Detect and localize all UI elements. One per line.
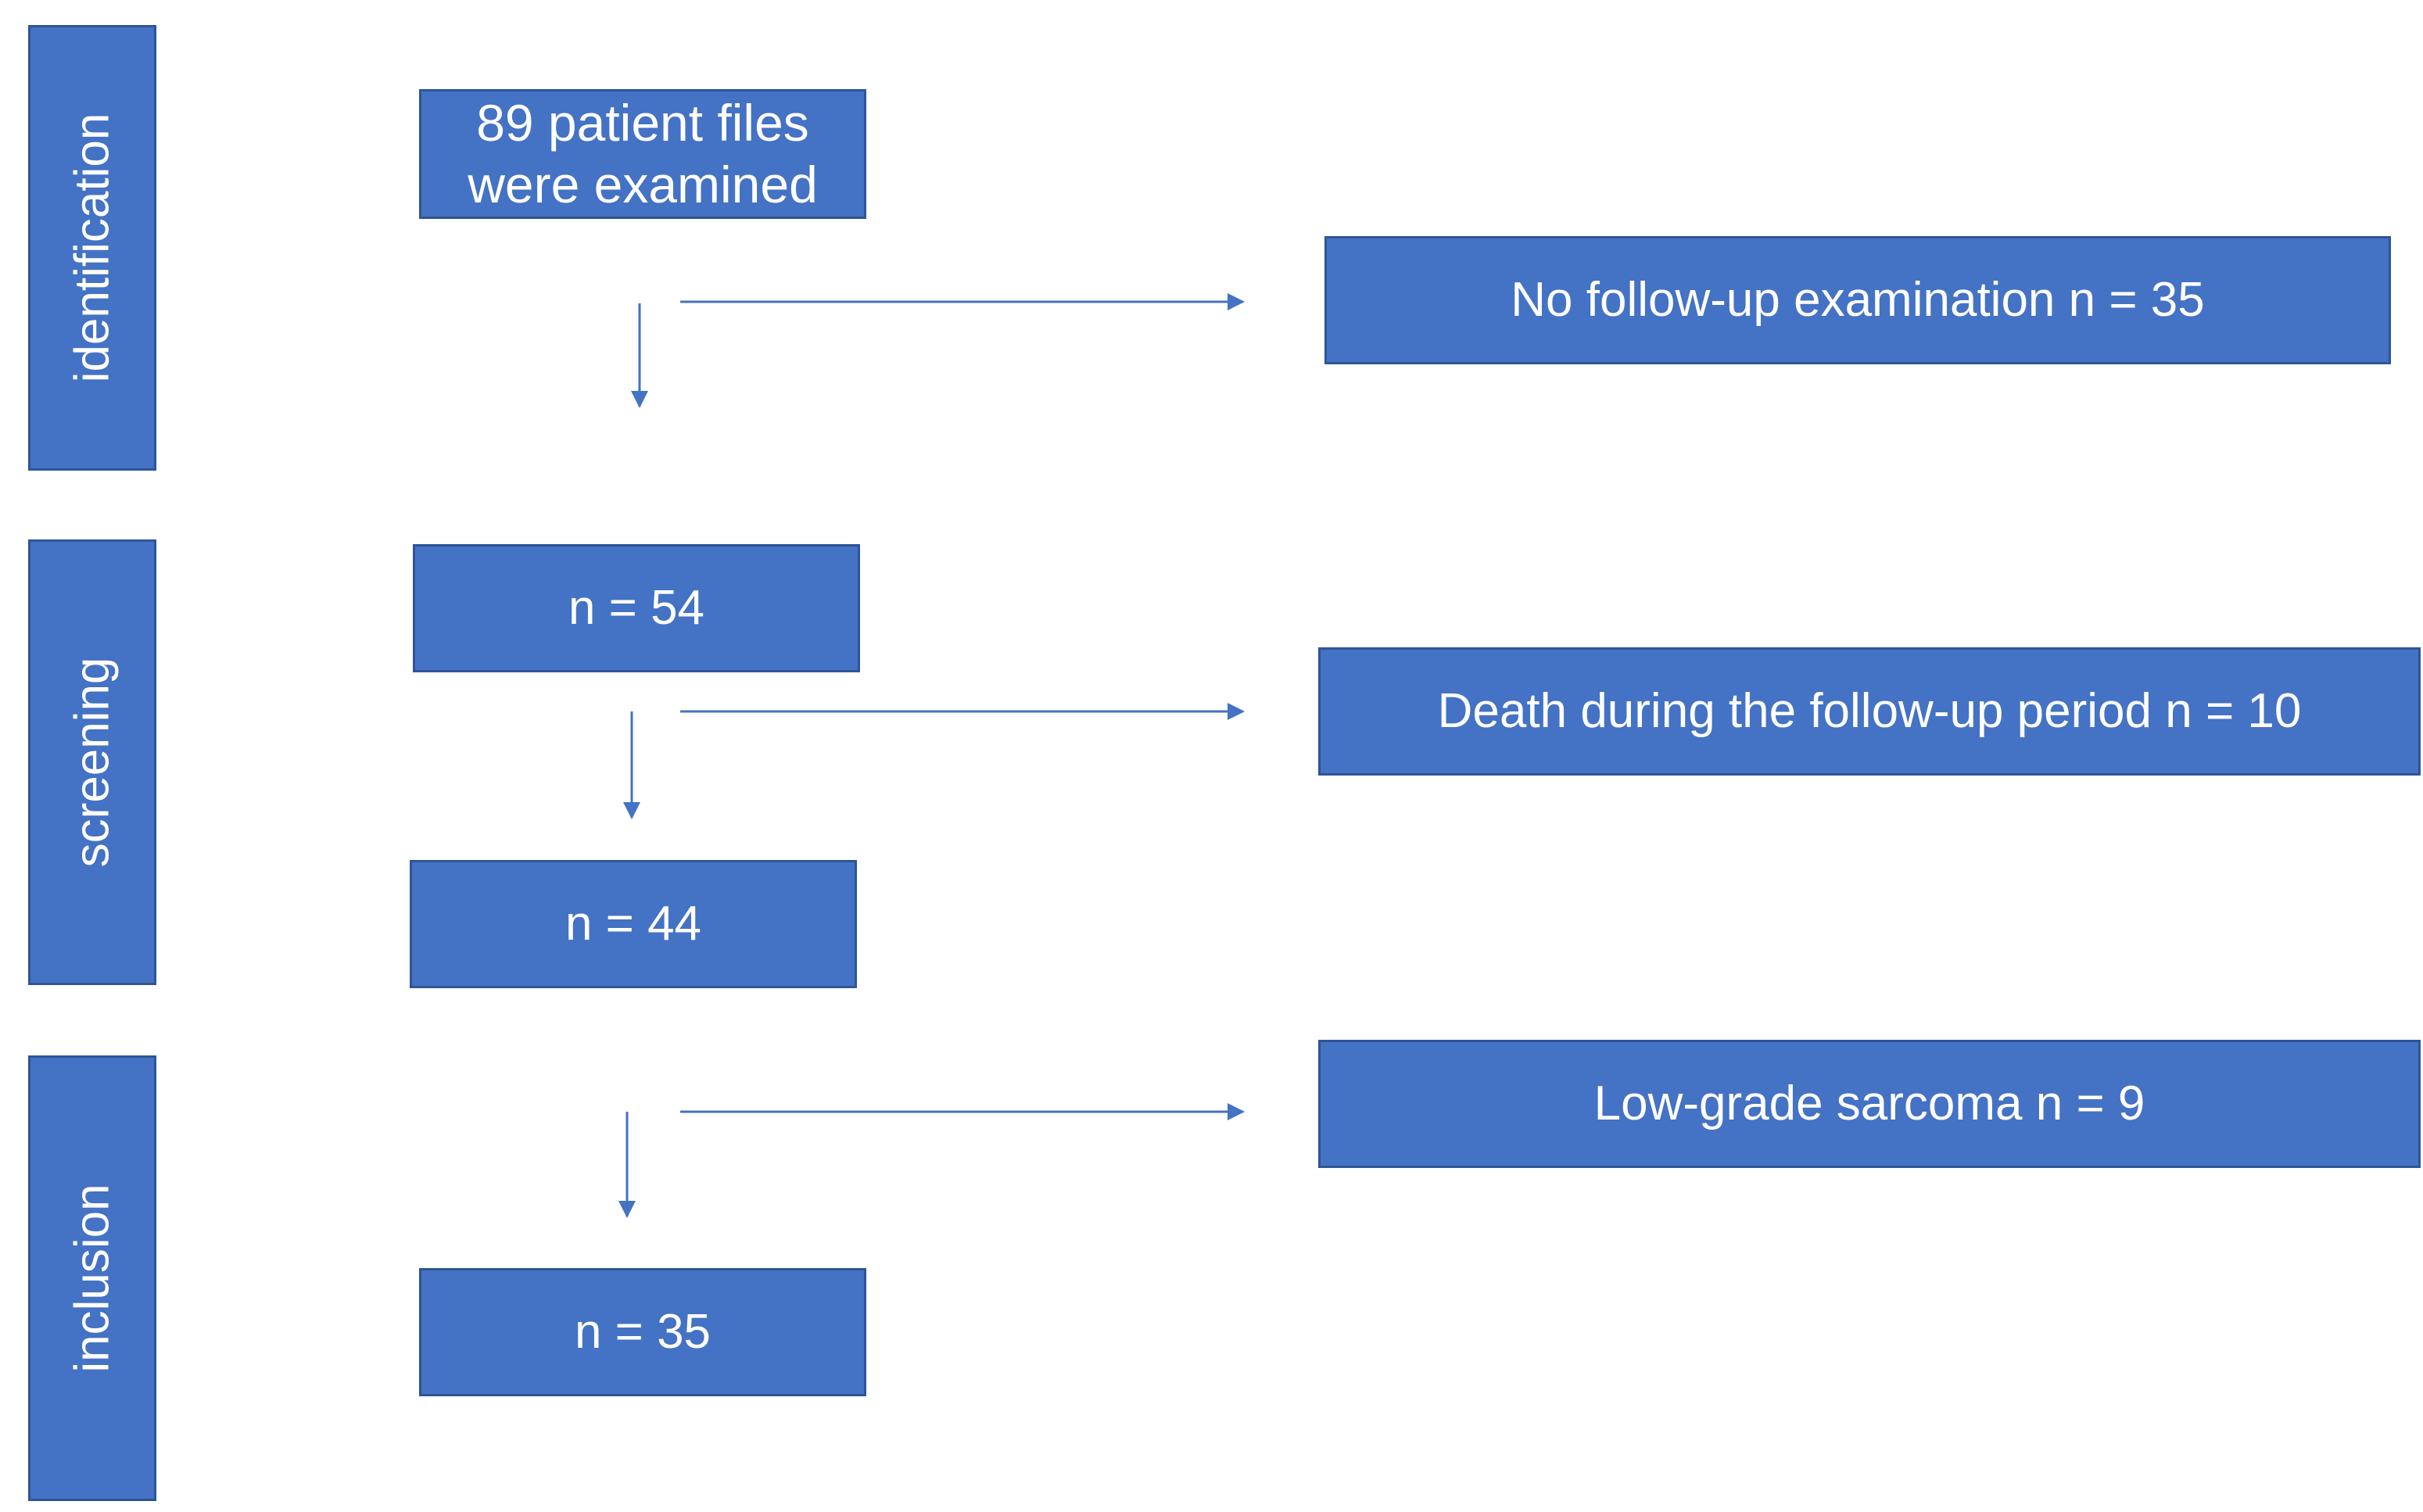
stage-screening: screening <box>28 539 156 985</box>
box-patient-files-line2: were examined <box>468 156 818 213</box>
box-patient-files-line1: 89 patient files <box>476 93 809 152</box>
box-death-label: Death during the follow-up period n = 10 <box>1437 684 2302 739</box>
box-n35-label: n = 35 <box>574 1305 711 1360</box>
stage-identification: identification <box>28 25 156 471</box>
box-n54: n = 54 <box>413 544 860 672</box>
box-n44: n = 44 <box>410 860 857 988</box>
box-n44-label: n = 44 <box>565 897 702 951</box>
box-no-followup-label: No follow-up examination n = 35 <box>1511 273 2205 328</box>
stage-inclusion: inclusion <box>28 1055 156 1501</box>
box-n54-label: n = 54 <box>568 581 705 636</box>
box-low-grade: Low-grade sarcoma n = 9 <box>1318 1040 2421 1168</box>
box-patient-files: 89 patient files were examined <box>419 89 866 219</box>
box-low-grade-label: Low-grade sarcoma n = 9 <box>1593 1077 2145 1131</box>
box-death: Death during the follow-up period n = 10 <box>1318 647 2421 776</box>
box-no-followup: No follow-up examination n = 35 <box>1324 236 2391 364</box>
box-n35: n = 35 <box>419 1268 866 1396</box>
